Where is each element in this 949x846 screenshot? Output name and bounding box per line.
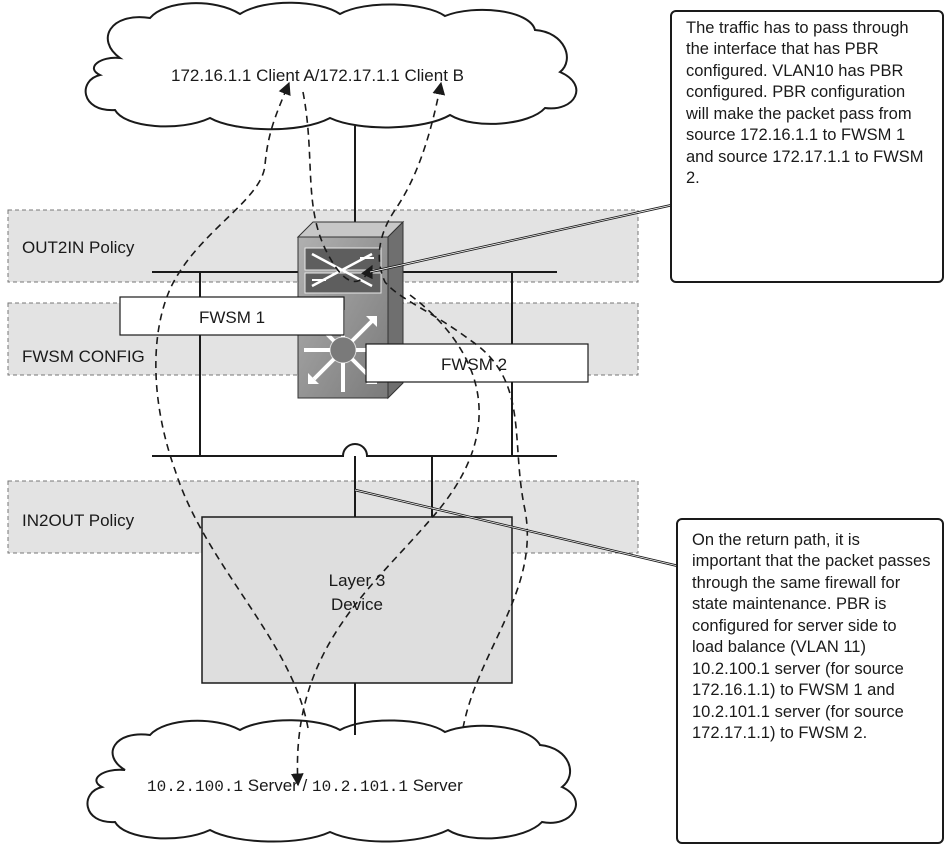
top-cloud: [84, 1, 578, 131]
layer3-label-line2: Device: [331, 595, 383, 614]
server-forward-path: [290, 294, 480, 787]
client-a-return-path: [155, 81, 309, 729]
server-sep: Server /: [243, 776, 312, 795]
fwsm2-box: [365, 343, 589, 383]
layer3-label-line1: Layer 3: [329, 571, 386, 590]
fwsm1-label: FWSM 1: [199, 308, 265, 327]
fwsm-config-label: FWSM CONFIG: [22, 347, 145, 366]
top-cloud-text: 172.16.1.1 Client A/172.17.1.1 Client B: [171, 66, 464, 85]
server1-ip: 10.2.100.1: [147, 778, 243, 796]
bottom-cloud: [86, 719, 577, 843]
out2in-label: OUT2IN Policy: [22, 238, 135, 257]
lower-vlan-bus: [152, 443, 557, 457]
client-a-forward-path: [302, 91, 373, 283]
layer3-device: [201, 516, 513, 684]
server2-ip: 10.2.101.1: [312, 778, 408, 796]
bottom-callout: On the return path, it is important that…: [676, 518, 944, 844]
server-tail: Server: [408, 776, 463, 795]
fwsm1-box: [119, 296, 345, 336]
bottom-callout-pointer-inner: [354, 489, 679, 567]
top-callout-pointer-inner: [369, 204, 673, 273]
top-callout: The traffic has to pass through the inte…: [670, 10, 944, 283]
bottom-cloud-text: 10.2.100.1 Server / 10.2.101.1 Server: [147, 776, 463, 796]
in2out-label: IN2OUT Policy: [22, 511, 135, 530]
fwsm2-label: FWSM 2: [441, 355, 507, 374]
client-b-return-path: [378, 81, 529, 729]
